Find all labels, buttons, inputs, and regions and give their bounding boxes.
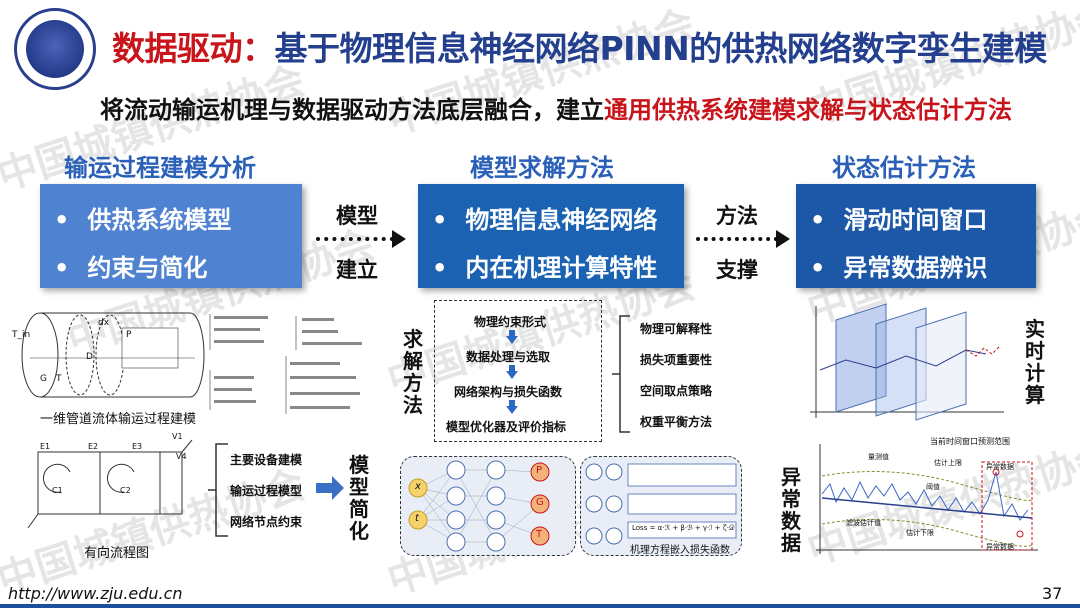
legend-lower: 估计下限: [906, 529, 934, 537]
modeling-box: • 供热系统模型 • 约束与简化: [40, 184, 302, 288]
bracket-graphic: [612, 315, 630, 433]
vertical-label-anomaly: 异常数据: [781, 465, 801, 555]
nn-caption: 机理方程嵌入损失函数: [630, 545, 730, 556]
pipe-label-t: T: [56, 374, 62, 384]
box-item: 内在机理计算特性: [465, 254, 658, 282]
list-item: 主要设备建模: [230, 453, 303, 467]
equations-graphic: [209, 314, 362, 414]
graph-node-c2: C2: [120, 486, 131, 495]
bullet-icon: •: [54, 254, 70, 282]
legend-anomaly: 异常数据: [986, 463, 1014, 471]
title-prefix: 数据驱动：: [112, 29, 275, 68]
bullet-icon: •: [54, 206, 70, 234]
feature-item: 权重平衡方法: [640, 415, 713, 429]
solving-box: • 物理信息神经网络 • 内在机理计算特性: [418, 184, 684, 288]
bullet-icon: •: [810, 206, 826, 234]
arrow-label-top: 方法: [716, 204, 758, 228]
bracket-graphic: [208, 443, 228, 537]
vertical-label-realtime: 实时计算: [1025, 317, 1045, 407]
pipe-label-tin: T_in: [12, 330, 31, 340]
box-item: 约束与简化: [87, 254, 208, 282]
estimation-box: • 滑动时间窗口 • 异常数据辨识: [796, 184, 1036, 288]
nn-input-t: t: [415, 513, 419, 524]
graph-node-v1: V1: [172, 432, 183, 441]
vertical-label-solve: 求解方法: [403, 327, 423, 417]
legend-upper: 估计上限: [934, 459, 962, 467]
flow-step: 数据处理与选取: [466, 350, 551, 364]
pipe-label-d: D: [86, 352, 93, 362]
arrow-right-icon: [776, 230, 790, 248]
flow-step: 模型优化器及评价指标: [446, 420, 567, 434]
university-logo: [14, 8, 96, 90]
bullet-icon: •: [432, 206, 448, 234]
graph-node-e1: E1: [40, 442, 51, 451]
list-item: 网络节点约束: [230, 515, 303, 529]
subtitle-highlight: 通用供热系统建模求解与状态估计方法: [604, 96, 1012, 124]
pipe-caption: 一维管道流体输运过程建模: [40, 412, 197, 427]
legend-measured: 量测值: [868, 453, 889, 461]
graph-node-v4: V4: [176, 452, 187, 461]
title-main: 基于物理信息神经网络PINN的供热网络数字孪生建模: [274, 29, 1048, 68]
pipe-label-dx: dx: [98, 318, 110, 328]
feature-item: 空间取点策略: [640, 384, 713, 398]
anomaly-chart-graphic: [816, 444, 1038, 554]
directed-graph: [27, 439, 193, 529]
pipe-label-p: P: [126, 330, 132, 340]
chart-title: 当前时间窗口预测范围: [930, 437, 1010, 446]
feature-item: 损失项重要性: [640, 353, 713, 367]
section-head-modeling: 输运过程建模分析: [64, 154, 256, 182]
sliding-window-graphic: [810, 303, 1004, 421]
nn-output-g: G: [536, 497, 544, 508]
loss-formula: Loss = α·ℛ + β·ℬ + γ·ℐ + ζ·𝒟: [632, 524, 735, 532]
vertical-label-simplify: 模型简化: [349, 453, 369, 543]
section-head-solving: 模型求解方法: [470, 154, 614, 182]
arrow-label-top: 模型: [336, 204, 378, 228]
graph-node-e3: E3: [132, 442, 143, 451]
flow-step: 物理约束形式: [474, 315, 547, 329]
legend-threshold: 阈值: [926, 483, 940, 491]
legend-filter: 滤波估计值: [846, 519, 881, 527]
arrow-right-icon: [316, 476, 344, 500]
neural-network-graphic: [408, 460, 550, 552]
page-number: 37: [1042, 584, 1063, 603]
graph-caption: 有向流程图: [84, 546, 150, 561]
bullet-icon: •: [810, 254, 826, 282]
arrow-down-icon: [506, 400, 518, 414]
legend-anomaly-2: 异常数据: [986, 543, 1014, 551]
logo-emblem-icon: [26, 20, 84, 78]
pipe-diagram: [21, 312, 205, 398]
footer-bar: [0, 604, 1080, 608]
box-item: 供热系统模型: [87, 206, 232, 234]
box-item: 异常数据辨识: [843, 254, 988, 282]
arrow-label-bottom: 支撑: [716, 258, 758, 282]
box-item: 物理信息神经网络: [465, 206, 658, 234]
footer-url[interactable]: http://www.zju.edu.cn: [8, 584, 183, 603]
nn-input-x: x: [415, 481, 421, 492]
nn-output-t: T: [536, 529, 543, 540]
section-head-estimation: 状态估计方法: [832, 154, 976, 182]
flow-step: 网络架构与损失函数: [454, 385, 563, 399]
feature-item: 物理可解释性: [640, 322, 713, 336]
dotted-arrow: [316, 237, 394, 241]
box-item: 滑动时间窗口: [843, 206, 988, 234]
graph-node-e2: E2: [88, 442, 99, 451]
arrow-down-icon: [506, 365, 518, 379]
bullet-icon: •: [432, 254, 448, 282]
loss-graphic: [585, 463, 737, 545]
page-subtitle: 将流动输运机理与数据驱动方法底层融合，建立通用供热系统建模求解与状态估计方法: [100, 90, 1012, 125]
subtitle-text: 将流动输运机理与数据驱动方法底层融合，建立: [100, 96, 604, 124]
arrow-down-icon: [506, 330, 518, 344]
pipe-label-g: G: [40, 374, 47, 384]
dotted-arrow: [696, 237, 778, 241]
flow-box: [434, 300, 602, 442]
nn-output-p: P: [536, 465, 543, 476]
list-item: 输运过程模型: [230, 484, 303, 498]
arrow-label-bottom: 建立: [336, 258, 378, 282]
graph-node-c1: C1: [52, 486, 63, 495]
page-title: 数据驱动：基于物理信息神经网络PINN的供热网络数字孪生建模: [112, 22, 1047, 70]
arrow-right-icon: [392, 230, 406, 248]
